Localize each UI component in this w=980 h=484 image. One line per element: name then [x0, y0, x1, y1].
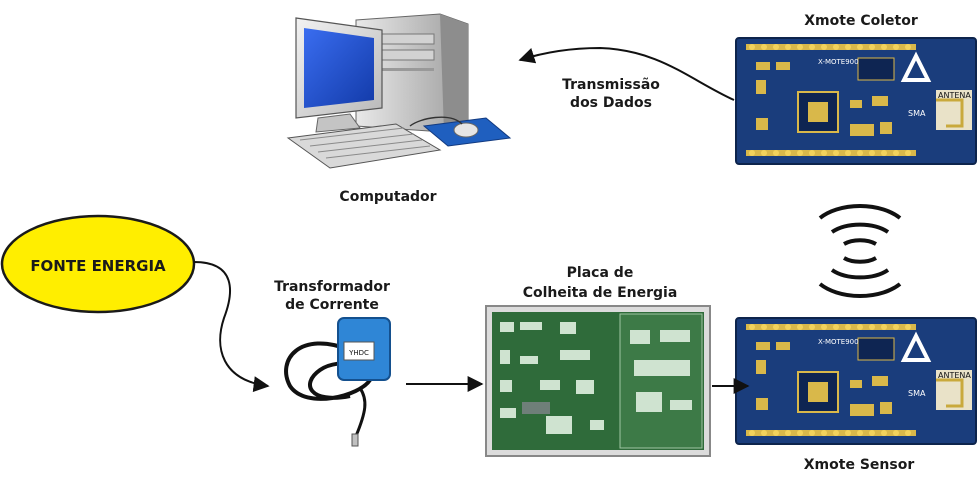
- collector-board-label: X-MOTE900: [818, 58, 859, 66]
- harvester-label-line2: Colheita de Energia: [522, 285, 678, 301]
- current-clamp-icon: YHDC: [284, 317, 391, 447]
- clamp-device-label: YHDC: [348, 349, 369, 357]
- energy-source-node: FONTE ENERGIA: [0, 214, 196, 314]
- sensor-antenna-label: ANTENA: [938, 371, 971, 380]
- collector-title: Xmote Coletor: [804, 13, 918, 29]
- computer-caption: Computador: [339, 189, 437, 205]
- sensor-board-label: X-MOTE900: [818, 338, 859, 346]
- sensor-sma-label: SMA: [908, 389, 926, 398]
- collector-board-icon: ANTENA SMA X-MOTE900: [735, 37, 977, 165]
- wireless-signal-icon: [818, 204, 902, 298]
- sensor-board-icon: ANTENA SMA X-MOTE900: [735, 317, 977, 445]
- collector-sma-label: SMA: [908, 109, 926, 118]
- harvester-board-icon: [485, 305, 711, 457]
- collector-antenna-label: ANTENA: [938, 91, 971, 100]
- transformer-label-line1: Transformador: [274, 279, 390, 295]
- sensor-title: Xmote Sensor: [803, 457, 915, 473]
- transmission-label-line2: dos Dados: [570, 95, 652, 111]
- transformer-label-line2: de Corrente: [285, 297, 379, 313]
- energy-source-label: FONTE ENERGIA: [30, 257, 166, 275]
- transmission-label-line1: Transmissão: [562, 77, 660, 93]
- computer-icon: [286, 13, 512, 169]
- flow-arrows: [193, 46, 750, 394]
- arrow-source-to-transformer: [193, 261, 270, 393]
- harvester-label-line1: Placa de: [566, 265, 634, 281]
- arrow-collector-to-computer: [518, 46, 735, 101]
